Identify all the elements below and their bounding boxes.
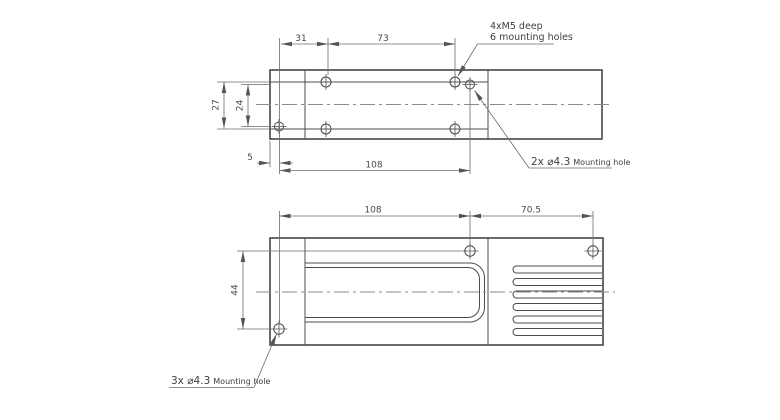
dimension-31: 31 (280, 34, 329, 47)
dim-label-5: 5 (247, 153, 253, 163)
dim-label-108-bottom: 108 (364, 206, 381, 216)
note-m5-line2: 6 mounting holes (490, 32, 573, 43)
dimension-44: 44 (231, 250, 246, 330)
extension-lines-bottom (237, 211, 594, 330)
guide-slot (305, 262, 485, 323)
dimension-108-bottom: 108 (279, 206, 471, 219)
leader-line (457, 43, 478, 77)
dim-label-24: 24 (236, 100, 246, 112)
top-view: 31 73 27 24 5 108 4xM5 deep 6 mounting h… (212, 21, 630, 174)
dim-label-44: 44 (231, 284, 241, 296)
cooling-fins (512, 265, 602, 336)
dimension-27: 27 (212, 81, 227, 129)
dimension-108-top: 108 (279, 161, 471, 173)
dimension-5: 5 (247, 153, 293, 166)
leader-line (253, 333, 277, 388)
dim-label-73: 73 (377, 34, 388, 44)
part-outline-bottom (269, 237, 604, 346)
dim-label-70-5: 70.5 (521, 206, 541, 216)
dimension-73: 73 (327, 34, 456, 47)
note-m5-holes: 4xM5 deep 6 mounting holes (457, 21, 573, 77)
dim-label-27: 27 (212, 99, 222, 110)
leader-line (474, 90, 530, 169)
dimension-24: 24 (236, 84, 251, 127)
note-m5-line1: 4xM5 deep (490, 21, 543, 32)
dim-label-108-top: 108 (365, 161, 382, 171)
dimension-70-5: 70.5 (469, 206, 594, 219)
dim-label-31: 31 (295, 34, 306, 44)
